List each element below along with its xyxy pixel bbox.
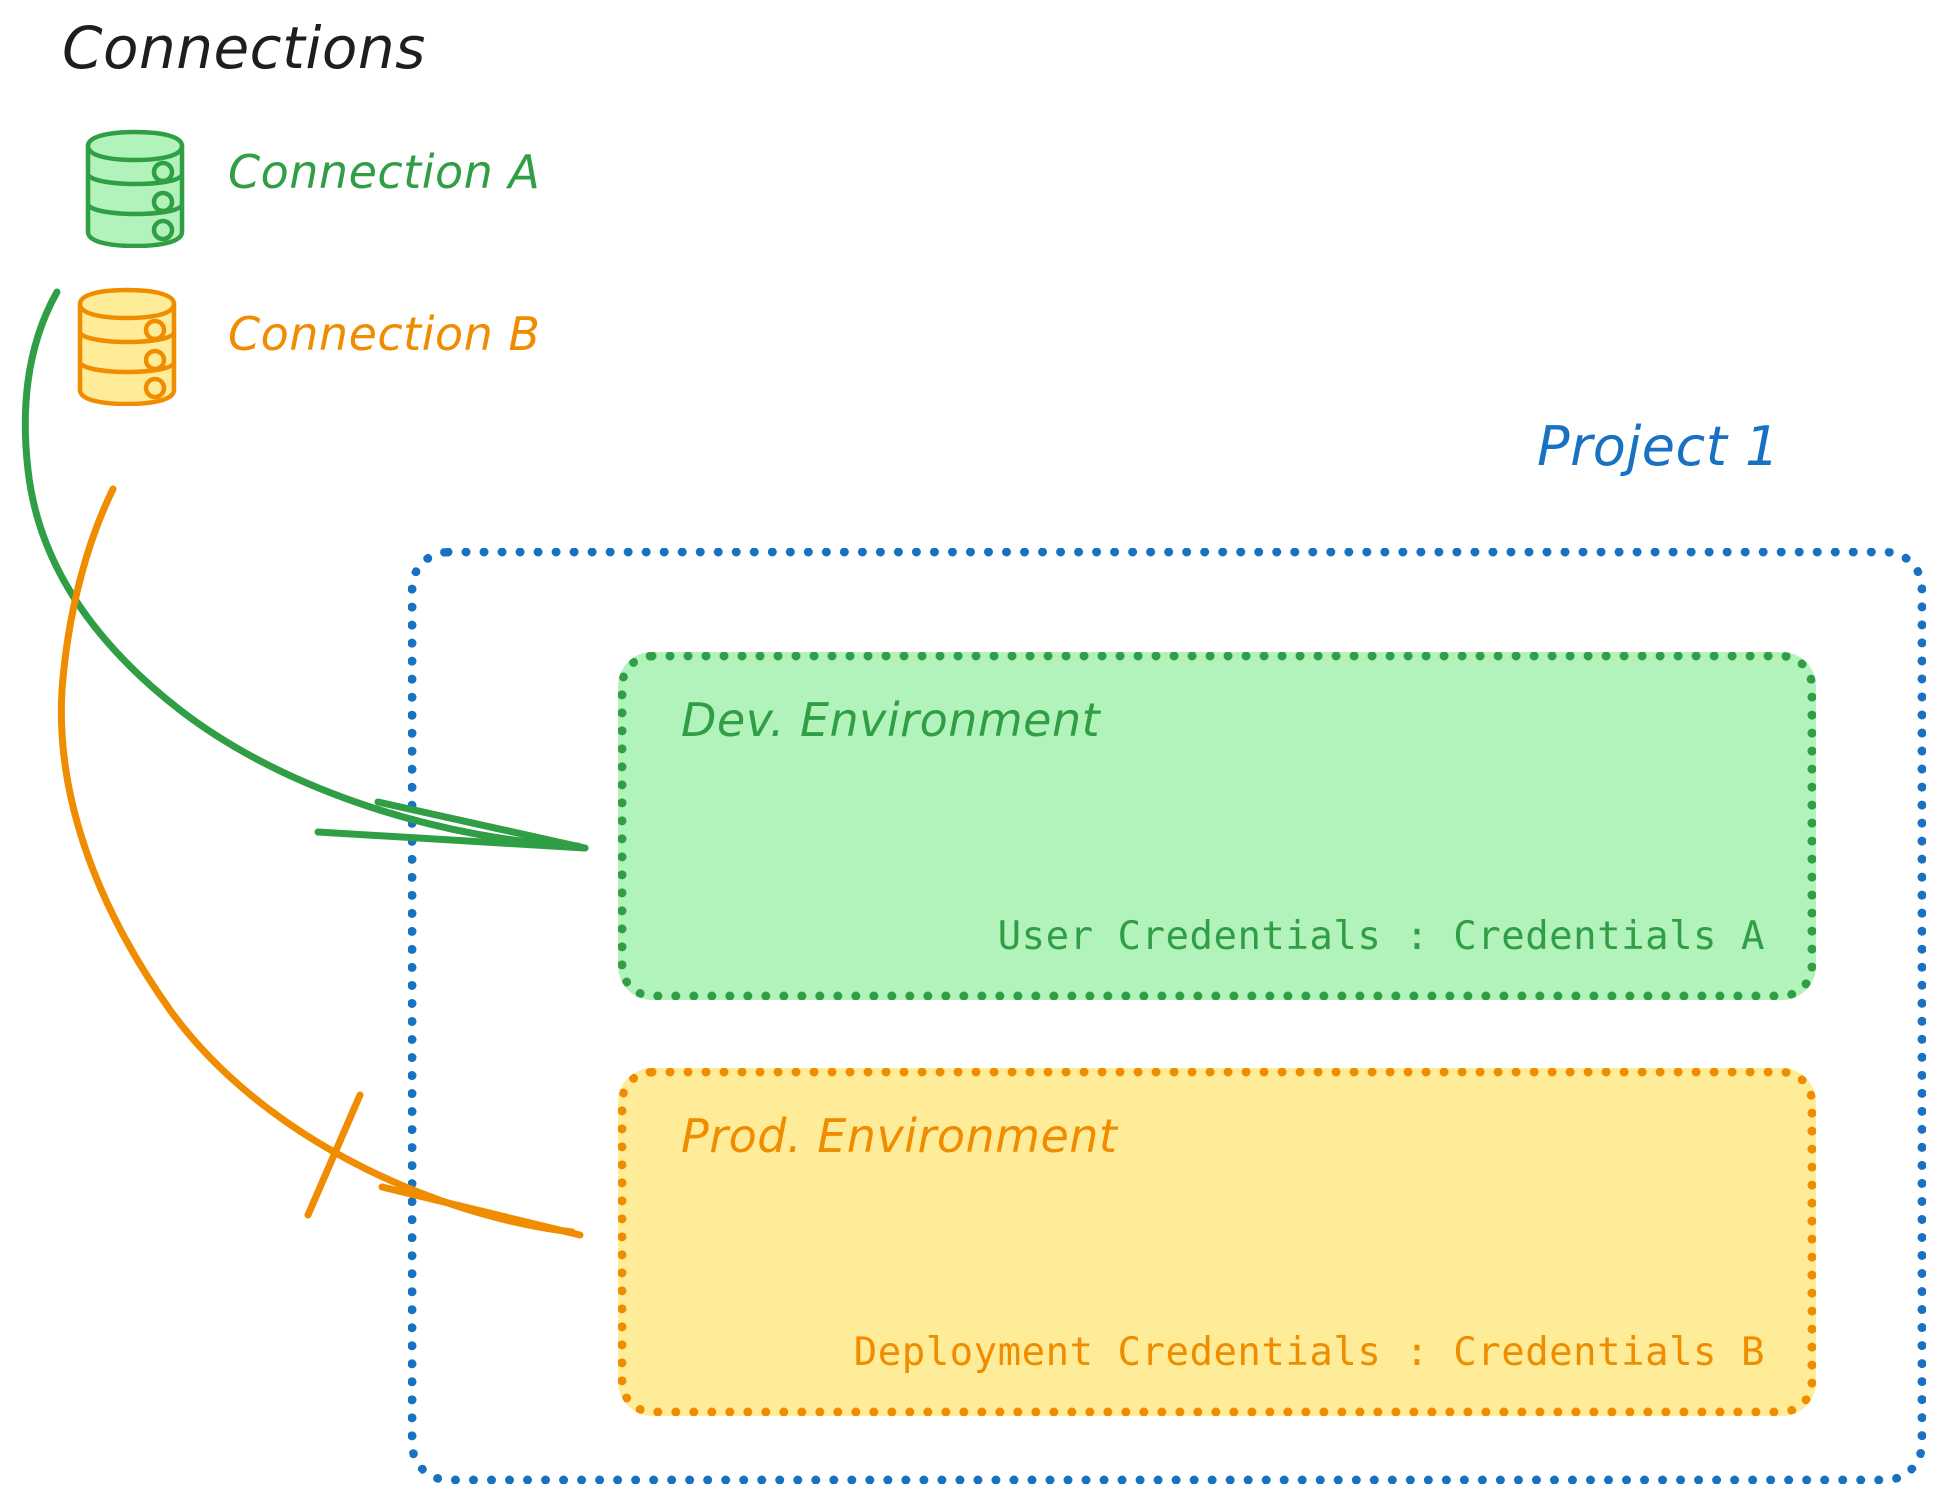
connection-b-label: Connection B — [228, 307, 541, 361]
connection-a-label: Connection A — [228, 145, 541, 199]
dev-environment-credentials: User Credentials : Credentials A — [997, 914, 1765, 959]
connection-a-database-icon — [80, 128, 190, 252]
prod-environment-credentials: Deployment Credentials : Credentials B — [853, 1330, 1765, 1375]
connections-heading: Connections — [62, 14, 426, 82]
connection-b-database-icon — [72, 286, 182, 410]
prod-environment-title: Prod. Environment — [681, 1109, 1118, 1163]
dev-environment-title: Dev. Environment — [681, 693, 1101, 747]
project-title: Project 1 — [1537, 415, 1780, 478]
prod-environment-box: Prod. Environment Deployment Credentials… — [618, 1068, 1816, 1416]
dev-environment-box: Dev. Environment User Credentials : Cred… — [618, 652, 1816, 1000]
